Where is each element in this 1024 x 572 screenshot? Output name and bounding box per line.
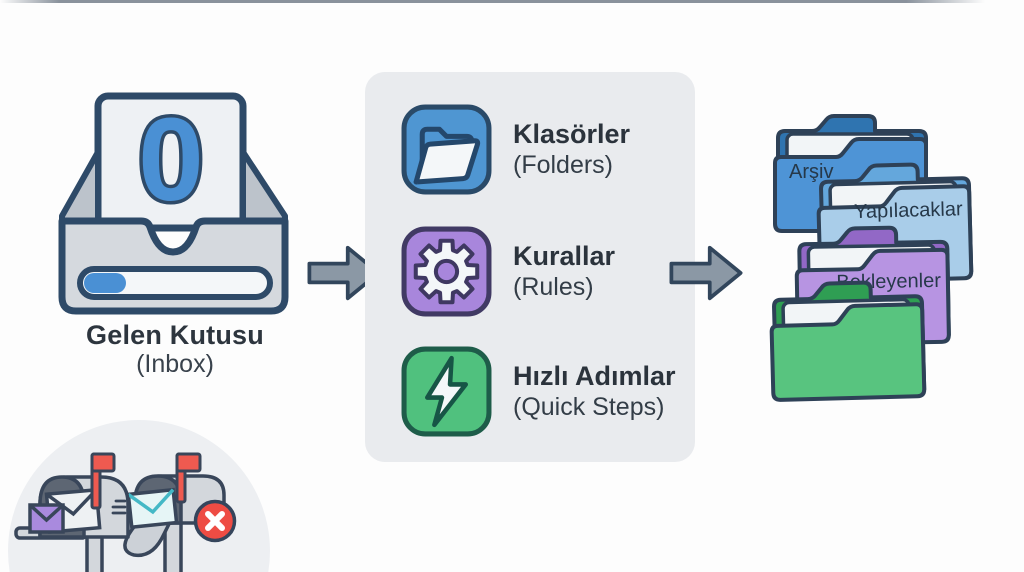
inbox-title: Gelen Kutusu bbox=[86, 320, 264, 350]
tool-row-rules: Kurallar (Rules) bbox=[400, 225, 615, 318]
inbox-tray-icon: 0 bbox=[58, 91, 289, 315]
tool-text-folders: Klasörler (Folders) bbox=[513, 119, 630, 180]
tool-label: Kurallar bbox=[513, 241, 616, 271]
tool-row-folders: Klasörler (Folders) bbox=[400, 103, 630, 196]
mail-flag bbox=[90, 452, 116, 510]
arrow-right-icon bbox=[669, 245, 743, 301]
tray-slot-progress bbox=[84, 273, 126, 293]
tool-sublabel: (Rules) bbox=[513, 273, 594, 301]
inbox-subtitle: (Inbox) bbox=[136, 350, 214, 378]
lightning-icon bbox=[401, 346, 492, 437]
folders-stack: Arşiv Yapılacaklar Bekleyenler bbox=[769, 114, 974, 402]
folder-green bbox=[769, 280, 927, 402]
envelope-teal bbox=[126, 487, 179, 530]
inbox-zero-count: 0 bbox=[138, 94, 204, 226]
mailboxes-illustration bbox=[8, 420, 270, 572]
tool-sublabel: (Quick Steps) bbox=[513, 393, 665, 421]
tool-text-rules: Kurallar (Rules) bbox=[513, 241, 615, 302]
mail-flag bbox=[175, 452, 202, 504]
error-x-badge bbox=[193, 499, 237, 543]
tool-label: Hızlı Adımlar bbox=[513, 361, 676, 391]
speed-lines bbox=[111, 499, 127, 515]
envelope-purple bbox=[28, 503, 65, 534]
folder-label: Yapılacaklar bbox=[854, 198, 963, 223]
tool-text-quick-steps: Hızlı Adımlar (Quick Steps) bbox=[513, 361, 676, 422]
tray-left-wall bbox=[59, 149, 101, 227]
arrow-right-icon bbox=[307, 245, 381, 301]
tool-label: Klasörler bbox=[513, 119, 631, 149]
folder-open-icon bbox=[401, 104, 492, 195]
tool-row-quick-steps: Hızlı Adımlar (Quick Steps) bbox=[400, 345, 676, 438]
tools-panel: Klasörler (Folders) Kurallar (Rules) Hız… bbox=[365, 72, 695, 462]
tool-sublabel: (Folders) bbox=[513, 151, 614, 179]
tray-slot bbox=[77, 266, 273, 300]
gear-icon bbox=[401, 226, 492, 317]
folder-label: Arşiv bbox=[789, 161, 833, 183]
tray-right-wall bbox=[240, 149, 288, 227]
top-edge-line bbox=[0, 0, 985, 3]
